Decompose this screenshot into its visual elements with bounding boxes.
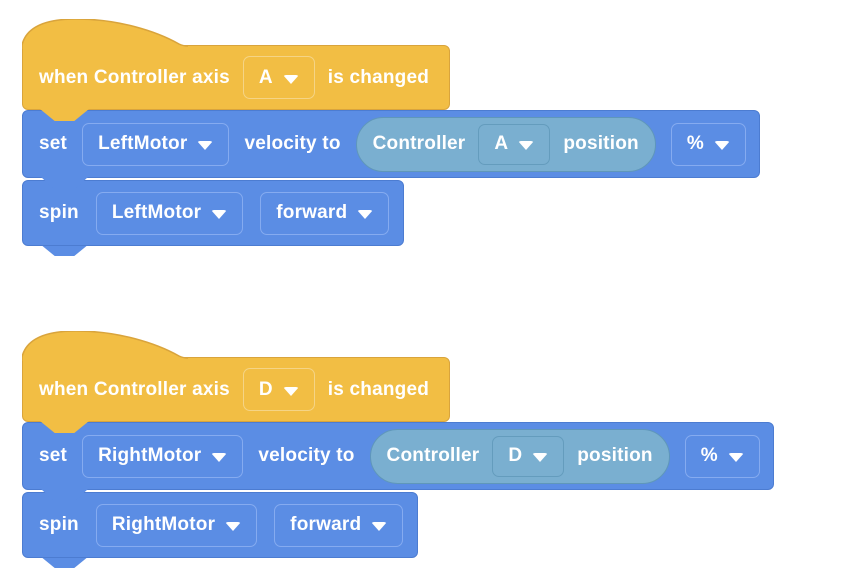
motor-dropdown-value: LeftMotor bbox=[111, 202, 202, 223]
block-text-verb: set bbox=[39, 133, 68, 154]
motor-dropdown[interactable]: LeftMotor bbox=[95, 191, 244, 235]
unit-dropdown[interactable]: % bbox=[670, 122, 746, 166]
reporter-text-device: Controller bbox=[386, 445, 480, 466]
dropdown-caret-icon bbox=[518, 141, 535, 150]
block-connector-tab bbox=[40, 488, 89, 502]
dropdown-caret-icon bbox=[371, 522, 388, 531]
axis-dropdown-value: A bbox=[494, 133, 509, 154]
block-text-verb: spin bbox=[39, 202, 79, 223]
dropdown-caret-icon bbox=[282, 74, 299, 84]
block-text-prefix: when Controller axis bbox=[39, 66, 230, 88]
motor-dropdown-value: RightMotor bbox=[98, 445, 202, 466]
hat-dome bbox=[22, 19, 188, 49]
direction-dropdown[interactable]: forward bbox=[274, 503, 404, 547]
motor-dropdown-value: RightMotor bbox=[111, 514, 216, 535]
axis-dropdown-value: D bbox=[508, 445, 523, 466]
dropdown-caret-icon bbox=[282, 386, 299, 396]
when-controller-axis-block[interactable]: when Controller axis D is changed bbox=[22, 331, 451, 422]
dropdown-caret-icon bbox=[211, 453, 228, 462]
motor-dropdown[interactable]: RightMotor bbox=[82, 434, 244, 478]
dropdown-caret-icon bbox=[225, 522, 242, 531]
dropdown-caret-icon bbox=[197, 141, 214, 150]
spin-block[interactable]: spin RightMotor forward bbox=[22, 492, 419, 558]
block-text-mid: velocity to bbox=[258, 445, 355, 466]
dropdown-caret-icon bbox=[727, 453, 744, 462]
direction-dropdown-value: forward bbox=[290, 514, 362, 535]
axis-dropdown[interactable]: A bbox=[478, 123, 551, 165]
when-controller-axis-block[interactable]: when Controller axis A is changed bbox=[22, 19, 451, 110]
spin-block[interactable]: spin LeftMotor forward bbox=[22, 180, 405, 246]
motor-dropdown-value: LeftMotor bbox=[98, 133, 188, 154]
motor-dropdown[interactable]: RightMotor bbox=[95, 503, 258, 547]
reporter-text-prop: position bbox=[563, 133, 639, 154]
reporter-text-prop: position bbox=[577, 445, 653, 466]
direction-dropdown-value: forward bbox=[276, 202, 348, 223]
direction-dropdown[interactable]: forward bbox=[260, 191, 390, 235]
controller-position-reporter[interactable]: Controller A position bbox=[355, 116, 656, 172]
unit-dropdown[interactable]: % bbox=[684, 434, 760, 478]
hat-dome bbox=[22, 331, 188, 361]
axis-dropdown-value: D bbox=[258, 378, 273, 400]
script-stack-left-motor: when Controller axis A is changed set Le… bbox=[22, 19, 760, 256]
block-text-verb: set bbox=[39, 445, 68, 466]
unit-dropdown-value: % bbox=[700, 445, 718, 466]
block-text-verb: spin bbox=[39, 514, 79, 535]
block-text-prefix: when Controller axis bbox=[39, 378, 230, 400]
dropdown-caret-icon bbox=[713, 141, 730, 150]
block-text-suffix: is changed bbox=[327, 66, 430, 88]
reporter-text-device: Controller bbox=[372, 133, 466, 154]
dropdown-caret-icon bbox=[357, 210, 374, 219]
dropdown-caret-icon bbox=[211, 210, 228, 219]
set-velocity-block[interactable]: set RightMotor velocity to Controller D … bbox=[22, 422, 774, 490]
axis-dropdown-value: A bbox=[258, 66, 273, 88]
set-velocity-block[interactable]: set LeftMotor velocity to Controller A p… bbox=[22, 110, 760, 178]
script-stack-right-motor: when Controller axis D is changed set Ri… bbox=[22, 331, 774, 568]
dropdown-caret-icon bbox=[532, 453, 549, 462]
axis-dropdown[interactable]: D bbox=[492, 435, 565, 477]
motor-dropdown[interactable]: LeftMotor bbox=[82, 122, 230, 166]
block-connector-tab bbox=[40, 244, 89, 256]
block-text-mid: velocity to bbox=[244, 133, 341, 154]
axis-dropdown[interactable]: A bbox=[242, 56, 315, 99]
block-text-suffix: is changed bbox=[327, 378, 430, 400]
controller-position-reporter[interactable]: Controller D position bbox=[369, 428, 670, 484]
block-connector-tab bbox=[40, 109, 89, 121]
unit-dropdown-value: % bbox=[686, 133, 704, 154]
block-connector-tab bbox=[40, 556, 89, 568]
block-connector-tab bbox=[40, 421, 89, 433]
axis-dropdown[interactable]: D bbox=[242, 368, 315, 411]
block-connector-tab bbox=[40, 176, 89, 190]
